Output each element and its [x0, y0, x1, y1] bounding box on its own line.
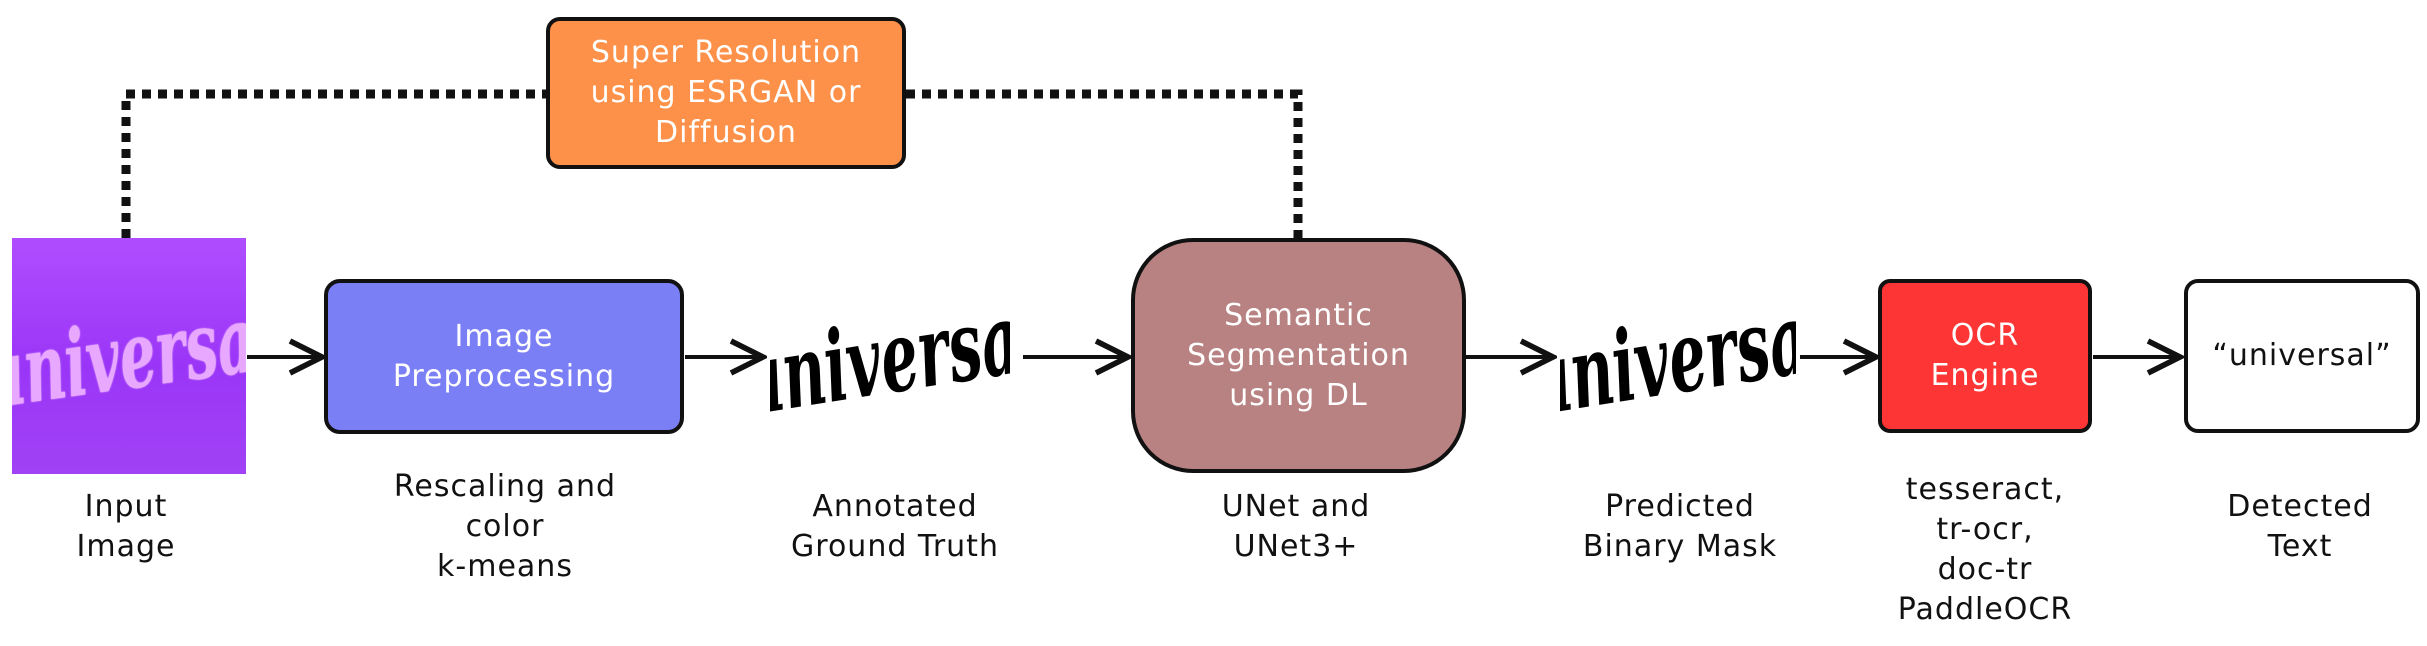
preprocessing-box: Image Preprocessing: [324, 279, 684, 434]
predicted-mask-word: universal: [1560, 277, 1796, 439]
input-image: universal: [12, 238, 246, 474]
super-resolution-label: Super Resolution using ESRGAN or Diffusi…: [590, 35, 862, 150]
caption-segmentation: UNet and UNet3+: [1221, 489, 1371, 564]
segmentation-box: Semantic Segmentation using DL: [1131, 238, 1466, 473]
caption-predicted: Predicted Binary Mask: [1582, 489, 1778, 564]
detected-text-label: “universal”: [2212, 338, 2392, 373]
ground-truth-image: universal: [770, 258, 1010, 458]
caption-ocr: tesseract, tr-ocr, doc-tr PaddleOCR: [1897, 472, 2073, 627]
caption-preprocessing: Rescaling and color k-means: [393, 469, 617, 584]
caption-input-image: Input Image: [76, 489, 176, 564]
preprocessing-label: Image Preprocessing: [392, 318, 616, 394]
ground-truth-word: universal: [770, 277, 1010, 439]
input-image-word: universal: [12, 282, 246, 430]
segmentation-label: Semantic Segmentation using DL: [1187, 297, 1410, 413]
super-resolution-box: Super Resolution using ESRGAN or Diffusi…: [546, 17, 906, 169]
predicted-mask-image: universal: [1560, 258, 1796, 458]
caption-detected: Detected Text: [2227, 489, 2373, 564]
ocr-engine-box: OCR Engine: [1878, 279, 2092, 433]
dotted-connector-left: [121, 89, 546, 238]
dotted-connector-right: [906, 89, 1303, 238]
caption-ground-truth: Annotated Ground Truth: [791, 489, 999, 564]
detected-text-box: “universal”: [2184, 279, 2420, 433]
ocr-engine-label: OCR Engine: [1930, 318, 2040, 393]
